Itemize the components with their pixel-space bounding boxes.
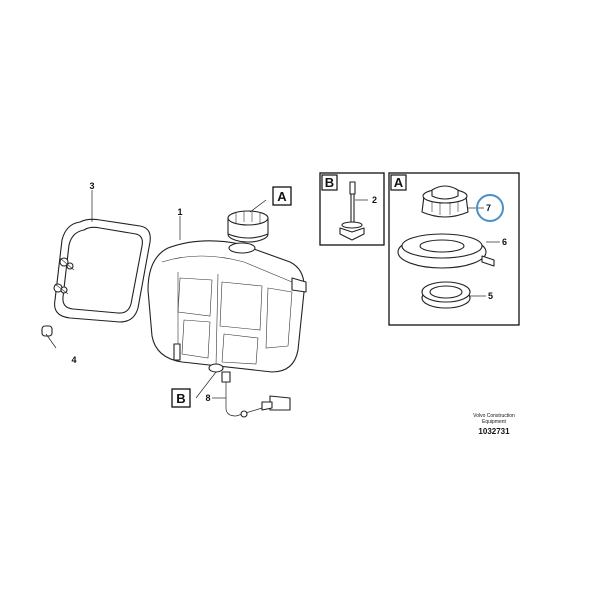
brand-line-2: Equipment (482, 419, 507, 425)
detail-b-label: B (325, 175, 334, 190)
level-sensor-part (221, 371, 291, 418)
label-plug: 4 (71, 355, 76, 365)
plug-part (41, 325, 53, 337)
strap-part (53, 218, 151, 323)
tank-part (147, 240, 307, 373)
label-level-sensor: 8 (205, 393, 210, 403)
callout-a-main-label: A (277, 189, 287, 204)
highlight-circle (476, 194, 504, 222)
detail-a-label: A (394, 175, 404, 190)
filler-neck-part (397, 233, 495, 269)
brand-line-1: Volvo Construction (473, 413, 515, 419)
seal-part (421, 281, 471, 309)
label-sensor: 2 (372, 195, 377, 205)
callout-a-main: A (272, 186, 292, 206)
cap-part (421, 185, 469, 218)
label-filler-neck: 6 (502, 237, 507, 247)
label-cap: 7 (486, 203, 491, 213)
detail-b-panel: B 2 (319, 172, 385, 246)
callout-b-main: B (171, 388, 191, 408)
footer: Volvo Construction Equipment 1032731 (473, 413, 515, 436)
callout-b-main-label: B (176, 391, 185, 406)
drawing-id: 1032731 (478, 427, 510, 436)
label-seal: 5 (488, 291, 493, 301)
label-tank: 1 (177, 207, 182, 217)
leader-lines (45, 190, 267, 399)
label-strap: 3 (89, 181, 94, 191)
tank-cap (227, 210, 269, 243)
detail-a-panel: A 7 6 5 (388, 172, 520, 326)
